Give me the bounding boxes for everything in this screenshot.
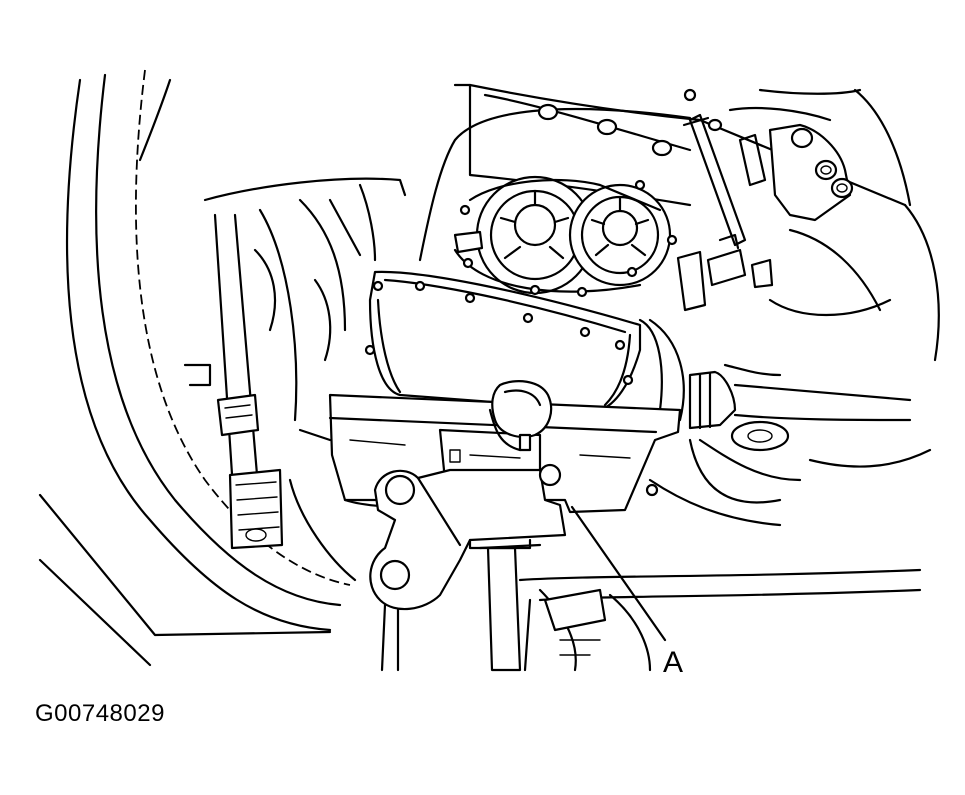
oil-pan: [364, 270, 685, 422]
floor-crossmember: [518, 568, 922, 672]
left-frame: [183, 177, 407, 582]
callout-a-label: A: [663, 646, 683, 679]
upper-right-bracket: [682, 113, 892, 317]
converter-cover: [453, 175, 707, 312]
jack-arm: [369, 463, 567, 672]
callout-a: A: [570, 505, 683, 679]
drive-axle: [645, 363, 932, 527]
figure-id-label: G00748029: [35, 700, 165, 727]
body-panel: [418, 83, 940, 362]
fender-arch: [38, 69, 351, 667]
